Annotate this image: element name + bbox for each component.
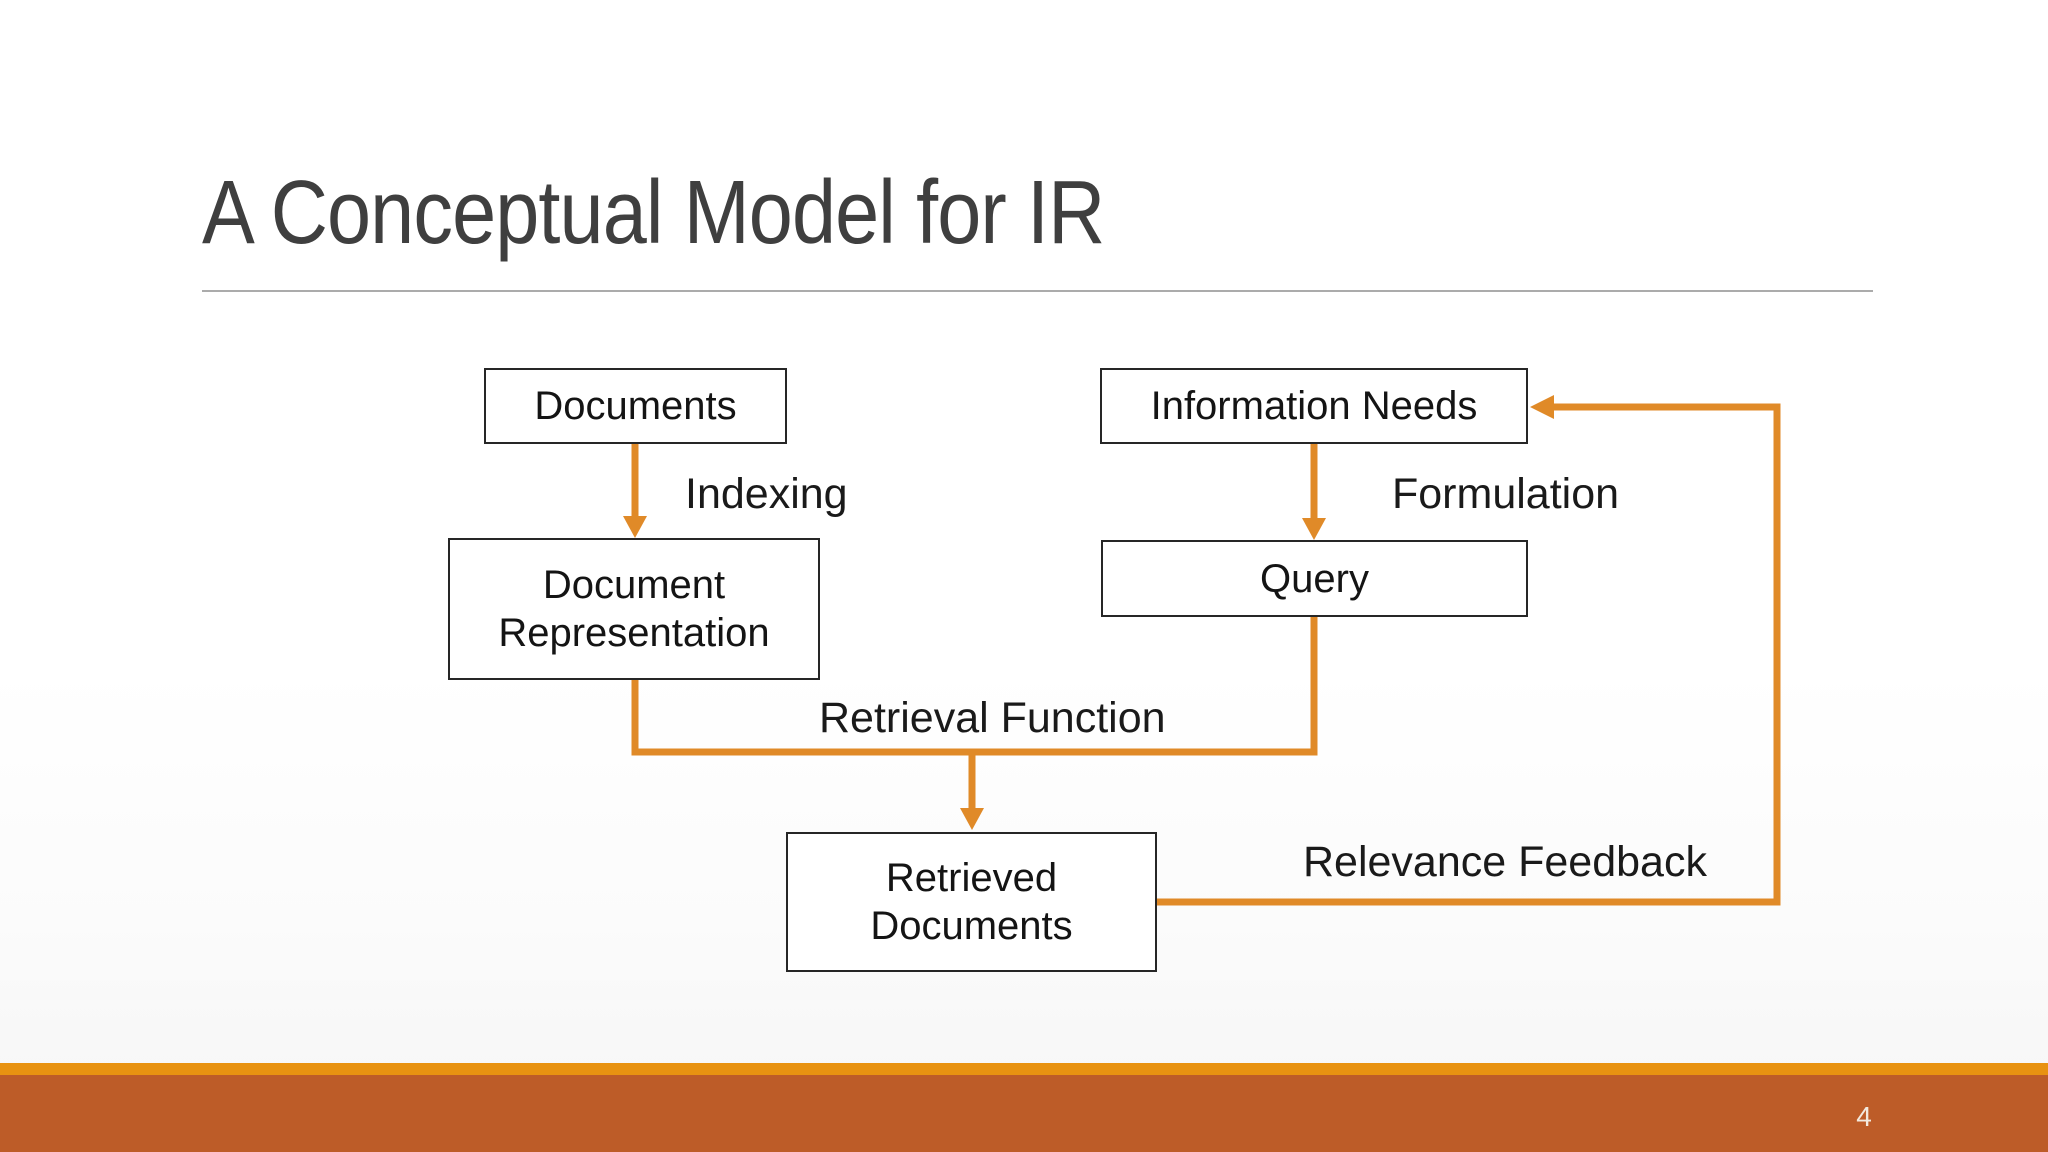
node-information-needs-label: Information Needs [1150,384,1478,428]
node-retrieved-documents-label: Retrieved Documents [870,856,1073,948]
node-documents: Documents [484,368,787,444]
edge-label-retrieval-function: Retrieval Function [819,694,1166,742]
formulation-arrow [1302,444,1326,540]
relevance-feedback-arrow [1157,395,1781,906]
node-information-needs: Information Needs [1100,368,1528,444]
footer-accent-strip [0,1063,2048,1075]
edge-label-formulation: Formulation [1392,470,1620,518]
retrieval-function-arrow [960,752,984,830]
node-query-label: Query [1260,556,1369,601]
title-divider [202,290,1873,292]
edge-label-indexing: Indexing [685,470,848,518]
node-document-representation-label: Document Representation [498,563,770,655]
node-retrieved-documents: Retrieved Documents [786,832,1157,972]
edge-label-relevance-feedback: Relevance Feedback [1303,838,1707,886]
indexing-arrow [623,444,647,538]
slide-title: A Conceptual Model for IR [202,163,1105,263]
node-document-representation: Document Representation [448,538,820,680]
page-number: 4 [1856,1101,1872,1132]
node-documents-label: Documents [534,384,737,428]
node-query: Query [1101,540,1528,617]
footer-bar [0,1075,2048,1152]
